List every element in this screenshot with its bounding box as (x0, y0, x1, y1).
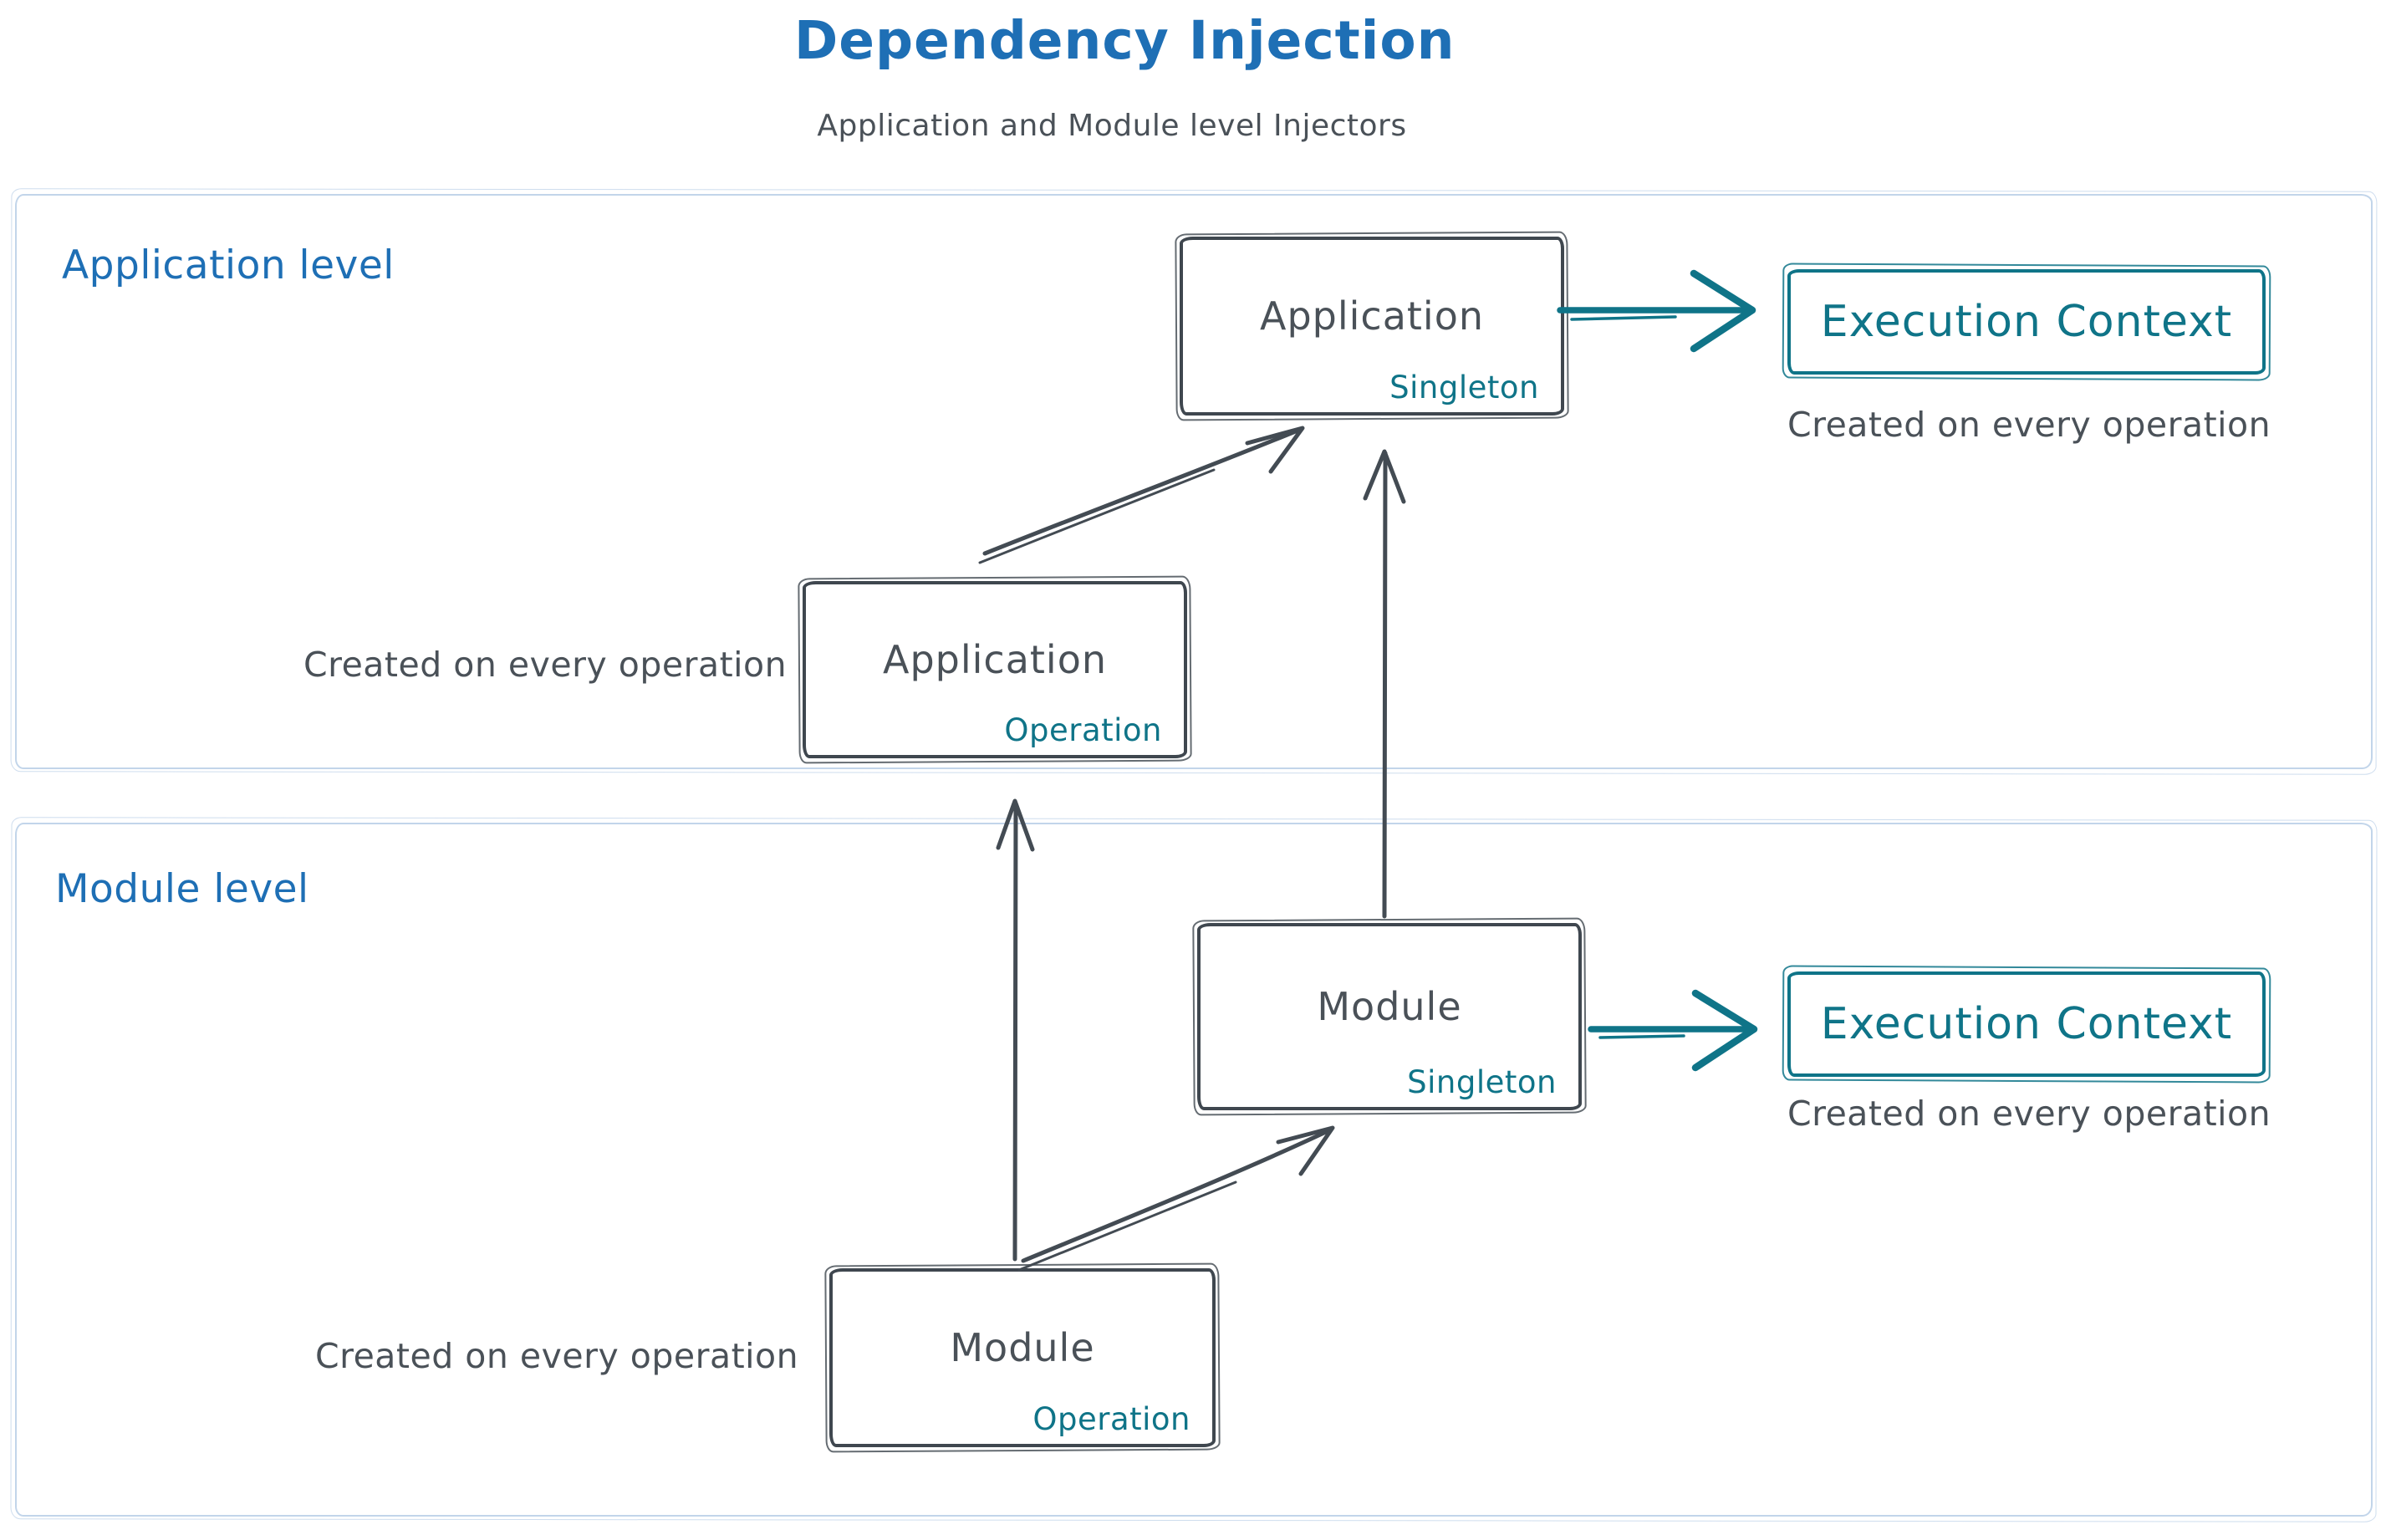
application-execution-context-caption: Created on every operation (1787, 405, 2271, 445)
module-operation-title: Module (950, 1325, 1095, 1370)
module-execution-context-box: Execution Context (1787, 971, 2266, 1077)
section-module-level: Module level Module Singleton Execution … (15, 823, 2373, 1517)
application-singleton-box: Application Singleton (1180, 237, 1564, 416)
section-module-label: Module level (55, 866, 309, 912)
page-subtitle: Application and Module level Injectors (817, 109, 1407, 143)
application-operation-scope: Operation (1004, 712, 1162, 748)
application-singleton-scope: Singleton (1389, 370, 1539, 405)
application-operation-box: Application Operation (803, 581, 1187, 758)
application-execution-context-box: Execution Context (1787, 269, 2266, 375)
module-singleton-box: Module Singleton (1197, 923, 1582, 1110)
page-title: Dependency Injection (794, 10, 1456, 71)
module-operation-scope: Operation (1032, 1401, 1190, 1437)
module-operation-caption: Created on every operation (315, 1336, 799, 1376)
module-singleton-title: Module (1317, 984, 1462, 1029)
module-operation-box: Module Operation (829, 1268, 1216, 1447)
application-singleton-title: Application (1259, 293, 1485, 339)
section-application-level: Application level Application Singleton … (15, 194, 2373, 769)
application-operation-title: Application (882, 637, 1108, 682)
section-application-label: Application level (62, 242, 395, 288)
module-singleton-scope: Singleton (1407, 1064, 1557, 1100)
application-execution-context-label: Execution Context (1820, 297, 2233, 347)
module-execution-context-caption: Created on every operation (1787, 1094, 2271, 1134)
module-execution-context-label: Execution Context (1820, 999, 2233, 1049)
application-operation-caption: Created on every operation (303, 645, 788, 685)
